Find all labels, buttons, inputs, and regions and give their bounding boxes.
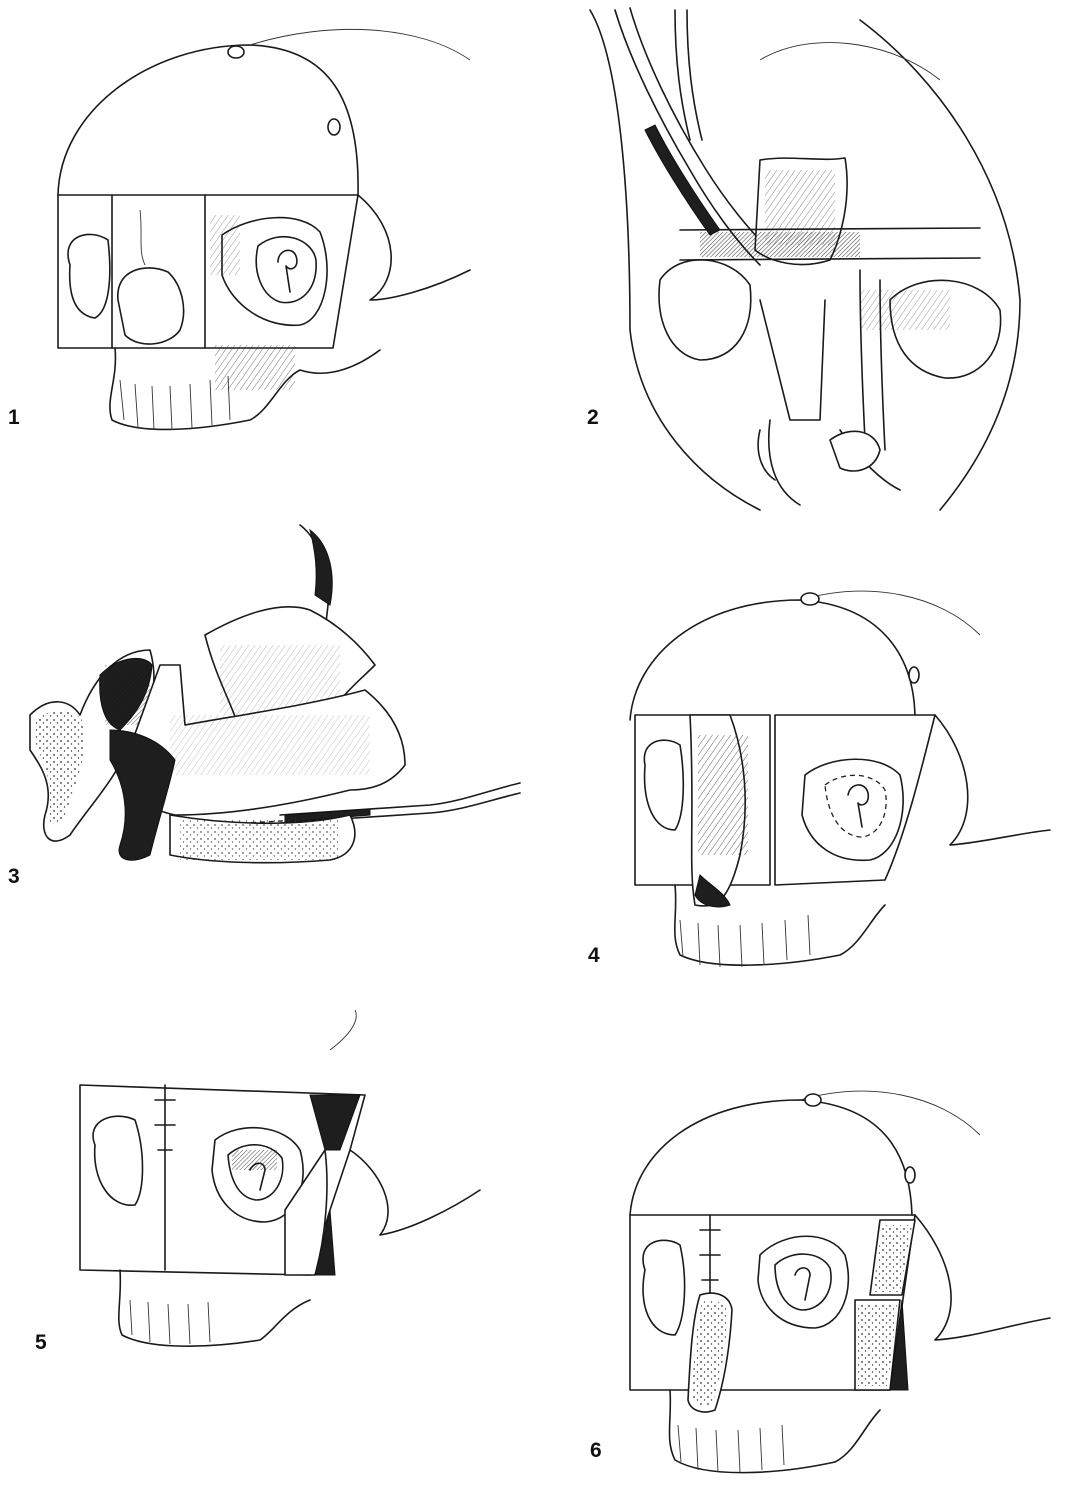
panel-1 — [0, 0, 520, 440]
panel-3-drawing — [10, 515, 530, 895]
panel-2-drawing — [560, 0, 1065, 520]
figure-label-3: 3 — [8, 866, 20, 887]
panel-5 — [60, 1010, 500, 1370]
figure-label-6: 6 — [590, 1440, 602, 1461]
figure-label-1: 1 — [8, 407, 20, 428]
panel-6-drawing — [580, 1080, 1065, 1489]
panel-3 — [10, 515, 530, 895]
figure-label-4: 4 — [588, 945, 600, 966]
figure-label-2: 2 — [587, 407, 599, 428]
panel-1-drawing — [0, 0, 520, 440]
panel-4-drawing — [580, 575, 1065, 995]
panel-4 — [580, 575, 1065, 995]
panel-2 — [560, 0, 1065, 520]
figure-label-5: 5 — [35, 1332, 47, 1353]
panel-5-drawing — [60, 1010, 500, 1370]
panel-6 — [580, 1080, 1065, 1489]
